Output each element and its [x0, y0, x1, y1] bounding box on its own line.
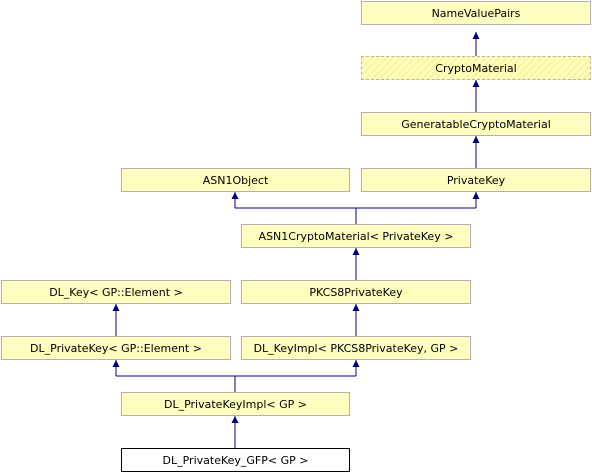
- node-asn1cryptomaterial[interactable]: ASN1CryptoMaterial< PrivateKey >: [241, 224, 471, 248]
- node-pkcs8privatekey[interactable]: PKCS8PrivateKey: [241, 280, 471, 304]
- node-privatekey[interactable]: PrivateKey: [361, 168, 591, 192]
- node-asn1object[interactable]: ASN1Object: [121, 168, 350, 192]
- node-dlprivatekeygfp: DL_PrivateKey_GFP< GP >: [121, 448, 350, 472]
- node-cryptomaterial[interactable]: CryptoMaterial: [361, 56, 591, 80]
- node-dlprivatekeyimpl[interactable]: DL_PrivateKeyImpl< GP >: [121, 392, 350, 416]
- node-generatablecryptomaterial[interactable]: GeneratableCryptoMaterial: [361, 112, 591, 136]
- node-dlprivatekey[interactable]: DL_PrivateKey< GP::Element >: [1, 336, 231, 360]
- node-dlkey[interactable]: DL_Key< GP::Element >: [1, 280, 231, 304]
- node-dlkeyimpl[interactable]: DL_KeyImpl< PKCS8PrivateKey, GP >: [241, 336, 471, 360]
- node-namevaluepairs[interactable]: NameValuePairs: [361, 1, 591, 25]
